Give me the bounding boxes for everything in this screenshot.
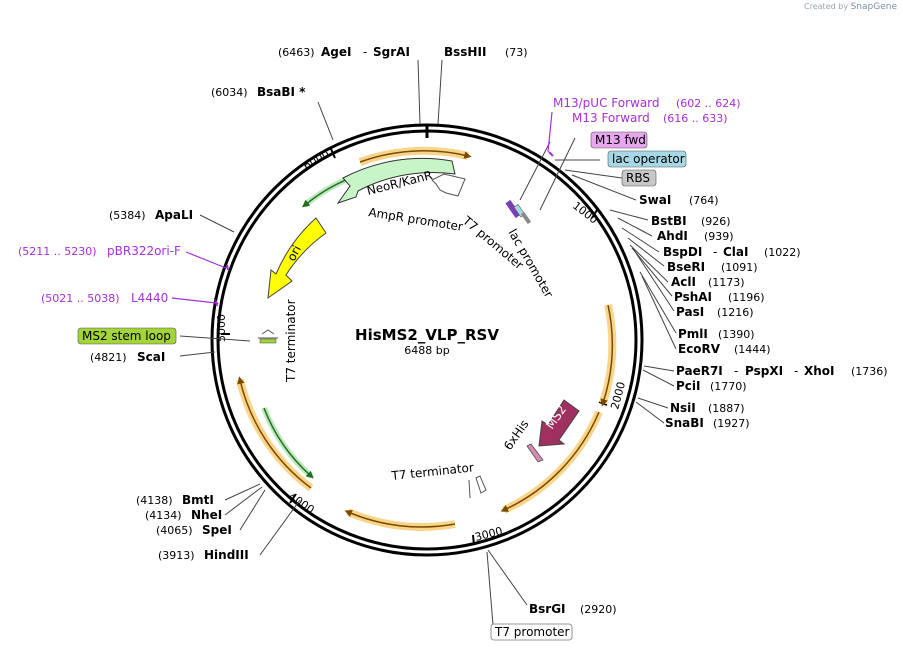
rbs-box[interactable] bbox=[621, 169, 657, 187]
bspdi-clai-separator: - bbox=[713, 245, 717, 259]
t7-terminator-left-label: T7 terminator bbox=[284, 299, 298, 383]
his-tag-label: 6xHis bbox=[501, 417, 532, 452]
pcii-position: (1770) bbox=[710, 380, 747, 393]
spei-label[interactable]: SpeI bbox=[202, 523, 232, 537]
bsrgi-position: (2920) bbox=[580, 603, 617, 616]
bsabi-label[interactable]: BsaBI * bbox=[257, 85, 306, 99]
acli-label[interactable]: AclI bbox=[671, 275, 696, 289]
pshai-position: (1196) bbox=[728, 291, 765, 304]
clai-label[interactable]: ClaI bbox=[723, 245, 748, 259]
pcii-label[interactable]: PciI bbox=[676, 379, 701, 393]
ahdi-label[interactable]: AhdI bbox=[657, 229, 688, 243]
m13-forward-position: (616 .. 633) bbox=[663, 112, 728, 125]
bstbi-label[interactable]: BstBI bbox=[651, 214, 687, 228]
bmti-label[interactable]: BmtI bbox=[182, 493, 214, 507]
apali-label[interactable]: ApaLI bbox=[155, 208, 193, 222]
bstbi-position: (926) bbox=[701, 215, 731, 228]
agei-label[interactable]: AgeI bbox=[321, 45, 351, 59]
pmli-position: (1390) bbox=[718, 328, 755, 341]
ms2-stem-loop-label: MS2 stem loop bbox=[82, 329, 171, 343]
bmti-position: (4138) bbox=[136, 494, 173, 507]
ahdi-position: (939) bbox=[704, 230, 734, 243]
swai-label[interactable]: SwaI bbox=[639, 193, 671, 207]
ecorv-label[interactable]: EcoRV bbox=[678, 342, 721, 356]
pasi-position: (1216) bbox=[717, 306, 754, 319]
created-by-credit: Created by SnapGene bbox=[804, 2, 897, 12]
hindiii-position: (3913) bbox=[158, 549, 195, 562]
scai-label[interactable]: ScaI bbox=[137, 350, 165, 364]
agei-sgrai-separator: - bbox=[363, 45, 367, 59]
t7-promoter-bottom-label: T7 promoter bbox=[494, 625, 570, 639]
xhoi-label[interactable]: XhoI bbox=[804, 364, 835, 378]
bsabi-position: (6034) bbox=[211, 86, 248, 99]
primer-marks bbox=[171, 111, 554, 307]
sgrai-label[interactable]: SgrAI bbox=[373, 45, 410, 59]
credit-prefix: Created by bbox=[804, 2, 849, 11]
t7-terminator-left-symbol bbox=[258, 329, 278, 344]
acli-position: (1173) bbox=[708, 276, 745, 289]
m13-fwd-label: M13 fwd bbox=[595, 133, 646, 147]
lac-operator-label: lac operator bbox=[612, 152, 685, 166]
ampr-promoter-feature[interactable] bbox=[431, 173, 466, 197]
l4440-primer-label[interactable]: L4440 bbox=[131, 291, 168, 305]
lac-operator-box[interactable] bbox=[607, 150, 687, 168]
scai-position: (4821) bbox=[90, 351, 127, 364]
clai-position: (1022) bbox=[764, 246, 801, 259]
ecorv-position: (1444) bbox=[734, 343, 771, 356]
nsii-label[interactable]: NsiI bbox=[670, 401, 696, 415]
pasi-label[interactable]: PasI bbox=[676, 305, 704, 319]
snapgene-logo: SnapGene bbox=[850, 2, 897, 12]
ori-label: ori bbox=[284, 243, 304, 263]
bseri-label[interactable]: BseRI bbox=[667, 260, 705, 274]
ampr-promoter-label: AmpR promoter bbox=[368, 205, 464, 234]
xhoi-position: (1736) bbox=[851, 365, 888, 378]
pmli-label[interactable]: PmlI bbox=[678, 327, 708, 341]
pshai-label[interactable]: PshAI bbox=[674, 290, 712, 304]
pspxi-xhoi-separator: - bbox=[794, 364, 798, 378]
nhei-label[interactable]: NheI bbox=[191, 508, 222, 522]
hindiii-label[interactable]: HindIII bbox=[204, 548, 249, 562]
orf-arcs bbox=[236, 146, 617, 531]
t7-terminator-bottom-symbol bbox=[468, 475, 487, 499]
paer7i-label[interactable]: PaeR7I bbox=[676, 364, 723, 378]
ms2-feature[interactable] bbox=[538, 399, 580, 447]
bspdi-label[interactable]: BspDI bbox=[663, 245, 702, 259]
m13-forward-label[interactable]: M13 Forward bbox=[572, 111, 650, 125]
m13-puc-forward-label[interactable]: M13/pUC Forward bbox=[553, 96, 660, 110]
ori-feature[interactable] bbox=[267, 217, 327, 300]
snabi-label[interactable]: SnaBI bbox=[665, 416, 704, 430]
rbs-label: RBS bbox=[626, 171, 650, 185]
leader-lines bbox=[179, 59, 677, 626]
m13-fwd-box[interactable] bbox=[590, 131, 648, 149]
neor-kanr-feature[interactable] bbox=[336, 157, 456, 204]
his-tag-feature[interactable] bbox=[526, 443, 544, 463]
pbr322-primer-label[interactable]: pBR322ori-F bbox=[107, 244, 181, 258]
l4440-position: (5021 .. 5038) bbox=[41, 292, 120, 305]
bsshii-label[interactable]: BssHII bbox=[444, 45, 486, 59]
lac-region-symbols bbox=[505, 199, 532, 225]
plasmid-name: HisMS2_VLP_RSV bbox=[355, 326, 499, 344]
bsshii-position: (73) bbox=[505, 46, 528, 59]
t7-promoter-bottom-box[interactable] bbox=[490, 623, 573, 641]
bseri-position: (1091) bbox=[721, 261, 758, 274]
ms2-stem-loop-box[interactable] bbox=[77, 327, 177, 345]
t7-terminator-bottom-label: T7 terminator bbox=[390, 460, 475, 483]
nsii-position: (1887) bbox=[708, 402, 745, 415]
tick-6000: 6000 bbox=[301, 147, 332, 172]
nhei-position: (4134) bbox=[145, 509, 182, 522]
agei-position: (6463) bbox=[278, 46, 315, 59]
tick-5000: 5000 bbox=[215, 314, 228, 342]
plasmid-size: 6488 bp bbox=[404, 344, 449, 357]
spei-position: (4065) bbox=[156, 524, 193, 537]
apali-position: (5384) bbox=[109, 209, 146, 222]
m13-puc-forward-position: (602 .. 624) bbox=[676, 97, 741, 110]
paer7i-pspxi-separator: - bbox=[734, 364, 738, 378]
pbr322-position: (5211 .. 5230) bbox=[18, 245, 97, 258]
pspxi-label[interactable]: PspXI bbox=[745, 364, 783, 378]
snabi-position: (1927) bbox=[713, 417, 750, 430]
swai-position: (764) bbox=[689, 194, 719, 207]
bsrgi-label[interactable]: BsrGI bbox=[529, 602, 566, 616]
